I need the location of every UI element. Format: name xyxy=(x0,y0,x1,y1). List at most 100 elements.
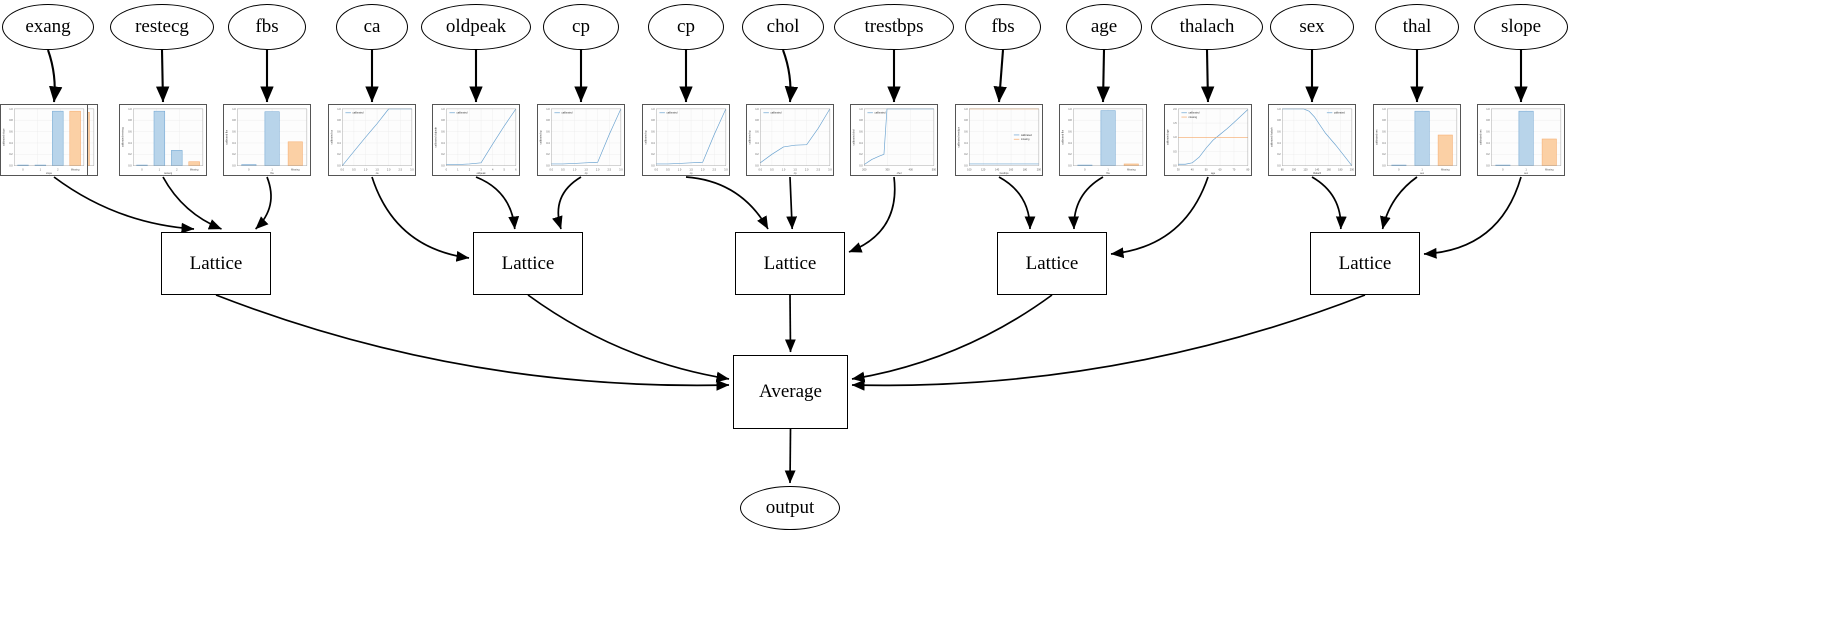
edge-plot-trestbps-to-lattice-2 xyxy=(848,176,896,253)
svg-text:0.2: 0.2 xyxy=(1382,153,1386,156)
svg-text:0.5: 0.5 xyxy=(770,169,774,172)
svg-text:calibrated: calibrated xyxy=(770,112,782,115)
lattice-node-label: Lattice xyxy=(189,252,243,274)
svg-text:0.6: 0.6 xyxy=(441,131,445,134)
svg-text:calibrated slope: calibrated slope xyxy=(3,128,6,146)
svg-text:1.0: 1.0 xyxy=(651,108,655,111)
svg-text:0.6: 0.6 xyxy=(859,131,863,134)
feature-node-trestbps[interactable]: trestbps xyxy=(834,4,954,50)
svg-text:0.2: 0.2 xyxy=(546,153,550,156)
feature-node-oldpeak[interactable]: oldpeak xyxy=(421,4,531,50)
svg-text:1.0: 1.0 xyxy=(964,108,968,111)
svg-text:calibrated oldpeak: calibrated oldpeak xyxy=(435,126,438,147)
feature-node-restecg[interactable]: restecg xyxy=(110,4,214,50)
feature-node-exang[interactable]: exang xyxy=(2,4,94,50)
svg-text:2.0: 2.0 xyxy=(387,169,391,172)
lattice-node-1[interactable]: Lattice xyxy=(473,232,583,295)
lattice-node-4[interactable]: Lattice xyxy=(1310,232,1420,295)
feature-node-sex[interactable]: sex xyxy=(1270,4,1354,50)
svg-text:0.6: 0.6 xyxy=(651,131,655,134)
svg-text:0.8: 0.8 xyxy=(1486,119,1490,122)
svg-text:5: 5 xyxy=(504,169,506,172)
lattice-node-3[interactable]: Lattice xyxy=(997,232,1107,295)
feature-node-label: slope xyxy=(1500,16,1542,37)
svg-text:1.0: 1.0 xyxy=(1068,108,1072,111)
edge-feature-restecg-to-plot xyxy=(155,49,170,103)
feature-node-label: ca xyxy=(363,16,381,37)
svg-text:0.0: 0.0 xyxy=(232,165,236,168)
svg-text:0: 0 xyxy=(446,169,448,172)
svg-text:2.0: 2.0 xyxy=(701,169,705,172)
svg-text:1: 1 xyxy=(159,169,161,172)
feature-node-fbs[interactable]: fbs xyxy=(965,4,1041,50)
svg-text:1.0: 1.0 xyxy=(9,108,13,111)
svg-text:calibrated: calibrated xyxy=(666,112,678,115)
svg-text:1: 1 xyxy=(457,169,459,172)
edge-plot-cp-to-lattice-1 xyxy=(552,176,582,230)
svg-text:fbs: fbs xyxy=(1106,172,1110,175)
svg-text:Missing: Missing xyxy=(1127,169,1136,172)
svg-text:0.2: 0.2 xyxy=(128,153,132,156)
svg-text:0.6: 0.6 xyxy=(337,131,341,134)
svg-text:2.0: 2.0 xyxy=(596,169,600,172)
svg-text:calibrated fbs: calibrated fbs xyxy=(1062,129,1065,145)
feature-node-thalach[interactable]: thalach xyxy=(1151,4,1263,50)
feature-node-thal[interactable]: thal xyxy=(1375,4,1459,50)
edge-plot-restecg-to-lattice-0 xyxy=(162,176,222,230)
svg-text:calibrated ca: calibrated ca xyxy=(331,130,334,145)
svg-text:0.8: 0.8 xyxy=(1382,119,1386,122)
feature-node-cp[interactable]: cp xyxy=(543,4,619,50)
svg-text:0.0: 0.0 xyxy=(1173,165,1177,168)
edge-plot-chol-to-lattice-2 xyxy=(786,176,798,230)
svg-text:3.0: 3.0 xyxy=(724,169,728,172)
svg-text:0.6: 0.6 xyxy=(964,131,968,134)
feature-node-cp[interactable]: cp xyxy=(648,4,724,50)
svg-text:200: 200 xyxy=(1037,169,1042,172)
feature-node-age[interactable]: age xyxy=(1066,4,1142,50)
average-node[interactable]: Average xyxy=(733,355,848,429)
svg-text:1.5: 1.5 xyxy=(689,169,693,172)
lattice-node-2[interactable]: Lattice xyxy=(735,232,845,295)
lattice-node-0[interactable]: Lattice xyxy=(161,232,271,295)
feature-node-chol[interactable]: chol xyxy=(742,4,824,50)
edge-plot-fbs-to-lattice-3 xyxy=(998,176,1036,230)
svg-text:0.6: 0.6 xyxy=(755,131,759,134)
edge-plot-thalach-to-lattice-3 xyxy=(1110,176,1209,259)
svg-text:Missing: Missing xyxy=(1441,169,1450,172)
feature-node-fbs[interactable]: fbs xyxy=(228,4,306,50)
feature-node-ca[interactable]: ca xyxy=(336,4,408,50)
edge-lattice-1-to-average xyxy=(527,294,730,383)
svg-text:500: 500 xyxy=(932,169,937,172)
svg-text:0.4: 0.4 xyxy=(337,142,341,145)
edge-feature-fbs-to-plot xyxy=(993,49,1007,103)
svg-text:calibrated: calibrated xyxy=(1334,112,1346,115)
feature-node-slope[interactable]: slope xyxy=(1474,4,1568,50)
svg-text:0.6: 0.6 xyxy=(546,131,550,134)
svg-text:200: 200 xyxy=(1350,169,1355,172)
svg-text:0.4: 0.4 xyxy=(755,142,759,145)
edge-feature-exang-to-plot xyxy=(47,49,63,103)
svg-text:1.0: 1.0 xyxy=(782,169,786,172)
output-node[interactable]: output xyxy=(740,486,840,530)
svg-text:Missing: Missing xyxy=(71,169,80,172)
svg-text:0.0: 0.0 xyxy=(964,165,968,168)
svg-text:80: 80 xyxy=(1246,169,1249,172)
svg-text:180: 180 xyxy=(1023,169,1028,172)
svg-text:0.0: 0.0 xyxy=(651,165,655,168)
